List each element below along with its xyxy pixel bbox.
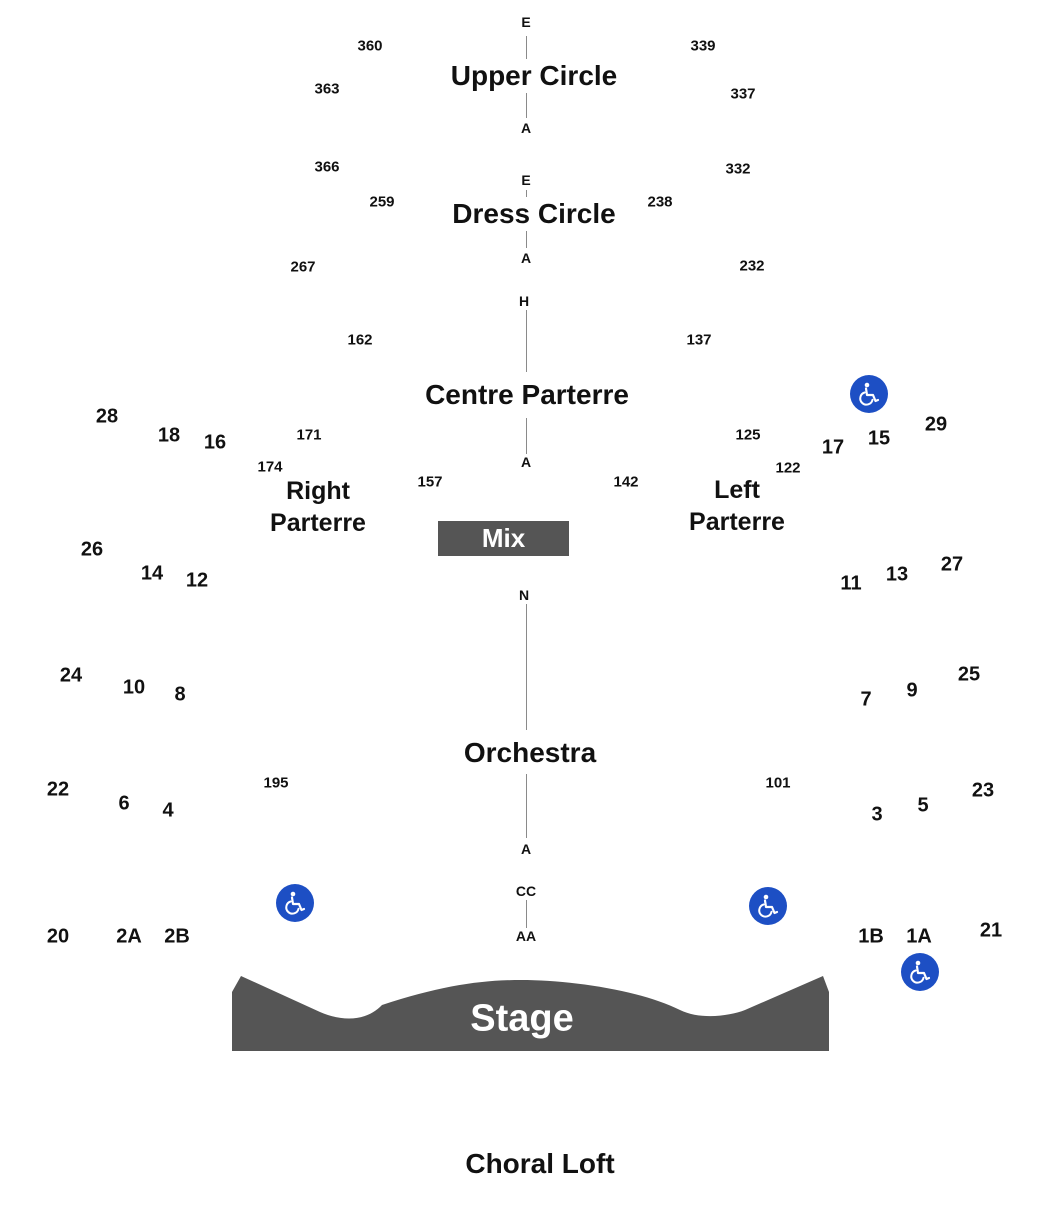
section-left-parterre-line2: Parterre bbox=[689, 508, 785, 536]
row-label-orchestra-a: A bbox=[518, 841, 534, 857]
row-label-centre-parterre-a: A bbox=[518, 454, 534, 470]
section-162[interactable]: 162 bbox=[347, 331, 373, 349]
mix-label: Mix bbox=[481, 523, 526, 553]
orchestra-row-line-bottom bbox=[526, 774, 527, 838]
wheelchair-icon bbox=[749, 887, 787, 925]
section-choral-loft[interactable]: Choral Loft bbox=[465, 1148, 615, 1179]
box-28[interactable]: 28 bbox=[95, 405, 119, 428]
row-label-upper-circle-e: E bbox=[519, 14, 533, 30]
box-10[interactable]: 10 bbox=[122, 676, 146, 699]
wheelchair-glyph bbox=[859, 382, 880, 406]
box-2B[interactable]: 2B bbox=[164, 925, 190, 948]
row-label-orchestra-n: N bbox=[516, 587, 532, 603]
box-26[interactable]: 26 bbox=[80, 538, 104, 561]
wheelchair-icon bbox=[276, 884, 314, 922]
box-18[interactable]: 18 bbox=[157, 424, 181, 447]
section-267[interactable]: 267 bbox=[290, 258, 316, 276]
section-right-parterre[interactable]: Right Parterre bbox=[270, 475, 366, 539]
section-360[interactable]: 360 bbox=[357, 37, 383, 55]
orchestra-row-line-top bbox=[526, 604, 527, 730]
section-171[interactable]: 171 bbox=[296, 426, 322, 444]
wheelchair-glyph bbox=[285, 891, 306, 915]
wheelchair-icon bbox=[901, 953, 939, 991]
orchestra-row-line-front bbox=[526, 900, 527, 928]
box-17[interactable]: 17 bbox=[821, 436, 845, 459]
dress-circle-row-line-bottom bbox=[526, 230, 527, 248]
box-8[interactable]: 8 bbox=[174, 683, 186, 706]
box-22[interactable]: 22 bbox=[46, 778, 70, 801]
section-238[interactable]: 238 bbox=[647, 193, 673, 211]
box-2A[interactable]: 2A bbox=[116, 925, 142, 948]
section-upper-circle[interactable]: Upper Circle bbox=[447, 59, 621, 93]
box-6[interactable]: 6 bbox=[118, 792, 130, 815]
section-right-parterre-line1: Right bbox=[286, 477, 350, 505]
section-orchestra[interactable]: Orchestra bbox=[460, 736, 600, 770]
row-label-centre-parterre-h: H bbox=[516, 293, 532, 309]
section-dress-circle[interactable]: Dress Circle bbox=[449, 197, 619, 231]
box-29[interactable]: 29 bbox=[924, 413, 948, 436]
section-right-parterre-line2: Parterre bbox=[270, 509, 366, 537]
section-332[interactable]: 332 bbox=[725, 160, 751, 178]
box-12[interactable]: 12 bbox=[185, 569, 209, 592]
box-11[interactable]: 11 bbox=[840, 572, 862, 595]
row-label-orchestra-aa: AA bbox=[513, 928, 539, 944]
box-21[interactable]: 21 bbox=[979, 919, 1003, 942]
section-157[interactable]: 157 bbox=[417, 473, 443, 491]
box-3[interactable]: 3 bbox=[871, 803, 883, 826]
section-137[interactable]: 137 bbox=[686, 331, 712, 349]
section-339[interactable]: 339 bbox=[690, 37, 716, 55]
row-label-dress-circle-a: A bbox=[518, 250, 534, 266]
box-16[interactable]: 16 bbox=[203, 431, 227, 454]
section-left-parterre-line1: Left bbox=[714, 476, 760, 504]
box-1A[interactable]: 1A bbox=[906, 925, 932, 948]
box-15[interactable]: 15 bbox=[867, 427, 891, 450]
box-14[interactable]: 14 bbox=[140, 562, 164, 585]
section-122[interactable]: 122 bbox=[775, 459, 801, 477]
section-366[interactable]: 366 bbox=[314, 158, 340, 176]
box-27[interactable]: 27 bbox=[940, 553, 964, 576]
box-20[interactable]: 20 bbox=[46, 925, 70, 948]
stage-label: Stage bbox=[470, 997, 574, 1040]
box-25[interactable]: 25 bbox=[957, 663, 981, 686]
upper-circle-row-line-bottom bbox=[526, 92, 527, 118]
centre-parterre-row-line-top bbox=[526, 310, 527, 372]
row-label-dress-circle-e: E bbox=[519, 172, 533, 188]
section-232[interactable]: 232 bbox=[739, 257, 765, 275]
section-195[interactable]: 195 bbox=[263, 774, 289, 792]
wheelchair-icon bbox=[850, 375, 888, 413]
box-13[interactable]: 13 bbox=[885, 563, 909, 586]
box-7[interactable]: 7 bbox=[860, 688, 872, 711]
section-363[interactable]: 363 bbox=[314, 80, 340, 98]
section-259[interactable]: 259 bbox=[369, 193, 395, 211]
row-label-upper-circle-a: A bbox=[518, 120, 534, 136]
box-5[interactable]: 5 bbox=[917, 794, 929, 817]
mix-position: Mix bbox=[438, 521, 569, 556]
section-101[interactable]: 101 bbox=[765, 774, 791, 792]
section-left-parterre[interactable]: Left Parterre bbox=[689, 474, 785, 538]
box-4[interactable]: 4 bbox=[162, 799, 174, 822]
section-337[interactable]: 337 bbox=[730, 85, 756, 103]
centre-parterre-row-line-bottom bbox=[526, 418, 527, 454]
section-centre-parterre[interactable]: Centre Parterre bbox=[422, 378, 632, 412]
wheelchair-glyph bbox=[910, 960, 931, 984]
section-174[interactable]: 174 bbox=[257, 458, 283, 476]
box-1B[interactable]: 1B bbox=[858, 925, 884, 948]
wheelchair-glyph bbox=[758, 894, 779, 918]
upper-circle-row-line-top bbox=[526, 36, 527, 62]
box-23[interactable]: 23 bbox=[971, 779, 995, 802]
section-142[interactable]: 142 bbox=[613, 473, 639, 491]
section-125[interactable]: 125 bbox=[735, 426, 761, 444]
box-24[interactable]: 24 bbox=[59, 664, 83, 687]
row-label-orchestra-cc: CC bbox=[513, 883, 539, 899]
box-9[interactable]: 9 bbox=[906, 679, 918, 702]
